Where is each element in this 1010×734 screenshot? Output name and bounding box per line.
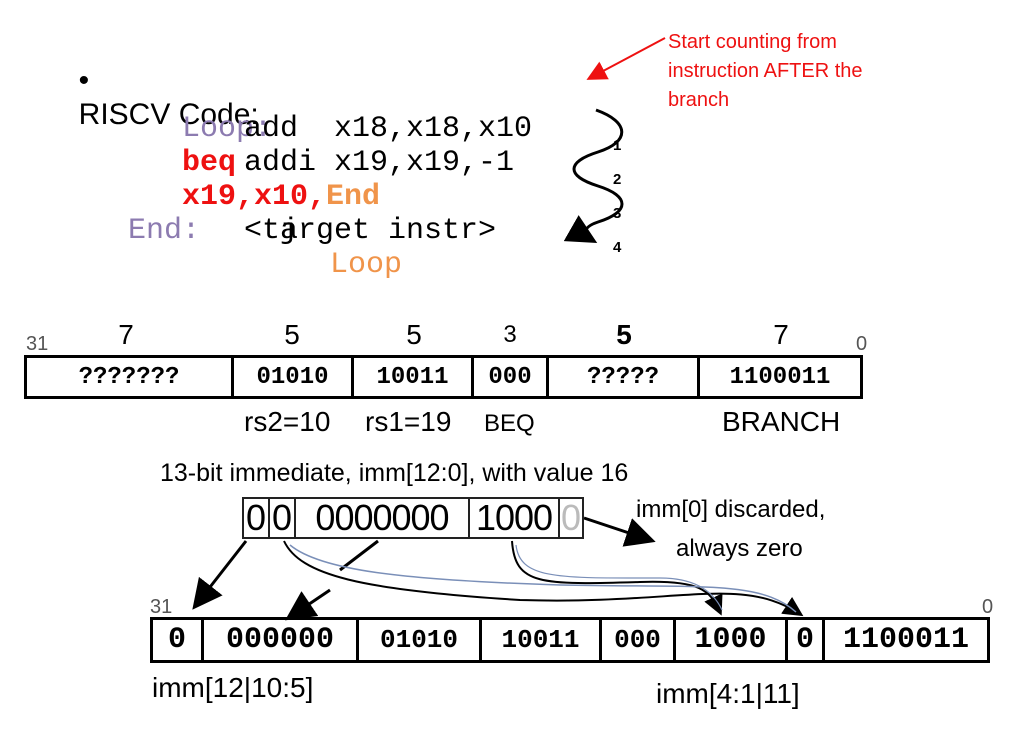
- width-opcode: 7: [773, 319, 789, 350]
- enc-imm11: 0: [785, 617, 825, 663]
- discard-note-line2: always zero: [676, 535, 803, 562]
- loop-label: Loop:: [182, 112, 273, 146]
- imm0-discard-arrow: [583, 516, 656, 547]
- field-rs2: 01010: [231, 355, 354, 399]
- wave-count-4: 4: [613, 239, 622, 256]
- imm10-5-arrow-b: [285, 588, 331, 621]
- end-label: End:: [128, 214, 201, 248]
- wave-count-1: 1: [613, 137, 622, 154]
- imm-bit-11: 0: [268, 497, 296, 539]
- encoded-label-right: imm[4:1|11]: [656, 678, 800, 709]
- imm11-arrow: [283, 540, 804, 617]
- code-line-j: j Loop: [244, 180, 402, 282]
- code-line-target: <target instr>: [244, 214, 497, 248]
- enc-imm12: 0: [150, 617, 204, 663]
- label-rs2: rs2=10: [244, 406, 331, 437]
- imm10-5-arrow: [339, 539, 379, 572]
- imm-bit-0: 0: [558, 497, 584, 539]
- field-imm-high: ???????: [24, 355, 234, 399]
- branch-annotation: Start counting from instruction AFTER th…: [668, 31, 863, 111]
- slide-title: • RISCV Code:: [62, 30, 259, 132]
- enc-funct3: 000: [599, 617, 676, 663]
- label-opcode: BRANCH: [722, 406, 841, 437]
- field-opcode: 1100011: [697, 355, 863, 399]
- discard-note-line1: imm[0] discarded,: [636, 496, 826, 523]
- annotation-arrow: [586, 37, 666, 80]
- format-bit-high: 31: [26, 333, 49, 355]
- width-funct3: 3: [503, 321, 517, 348]
- field-rs1: 10011: [351, 355, 474, 399]
- j-target: Loop: [330, 248, 403, 282]
- bullet-icon: •: [78, 64, 90, 97]
- field-imm-low: ?????: [546, 355, 700, 399]
- enc-rs1: 10011: [479, 617, 602, 663]
- imm-bit-12: 0: [242, 497, 270, 539]
- width-funct7: 7: [118, 319, 134, 350]
- imm11-arrow-blue: [289, 544, 797, 613]
- field-funct3: 000: [471, 355, 549, 399]
- enc-imm4-1: 1000: [673, 617, 788, 663]
- code-line-loop: Loop: beq x19,x10,End: [146, 78, 380, 214]
- imm4-1-arrow: [511, 540, 723, 616]
- enc-rs2: 01010: [356, 617, 482, 663]
- wave-count-3: 3: [613, 205, 622, 222]
- encoded-label-left: imm[12|10:5]: [152, 672, 314, 703]
- wave-count-2: 2: [613, 171, 622, 188]
- label-rs1: rs1=19: [365, 406, 452, 437]
- code-line-addi: addi x19,x19,-1: [244, 146, 515, 180]
- enc-imm10-5: 000000: [201, 617, 359, 663]
- encoded-bit-high: 31: [150, 596, 173, 618]
- width-imm-low: 5: [616, 319, 632, 350]
- title-text: RISCV Code:: [78, 98, 259, 131]
- immediate-caption: 13-bit immediate, imm[12:0], with value …: [160, 459, 629, 487]
- imm4-1-arrow-blue: [515, 544, 723, 611]
- width-rs1: 5: [406, 319, 422, 350]
- beq-registers: x19,x10,: [182, 180, 327, 214]
- label-funct3: BEQ: [484, 410, 535, 437]
- enc-opcode: 1100011: [822, 617, 990, 663]
- count-wave: [563, 108, 624, 243]
- imm-bits-4-1: 1000: [468, 497, 560, 539]
- beq-opcode: beq: [182, 146, 237, 180]
- imm-bits-10-5: 0000000: [294, 497, 470, 539]
- width-rs2: 5: [284, 319, 300, 350]
- code-line-add: add x18,x18,x10: [244, 112, 533, 146]
- format-bit-low: 0: [856, 333, 868, 355]
- encoded-bit-low: 0: [982, 596, 994, 618]
- beq-target: End: [326, 180, 381, 214]
- j-opcode: j: [280, 214, 299, 248]
- imm12-arrow: [192, 540, 248, 610]
